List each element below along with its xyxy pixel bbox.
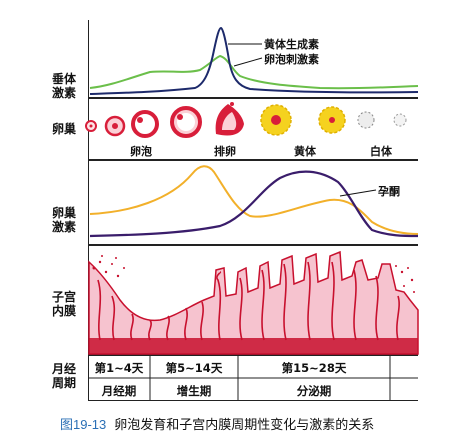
row-label-endometrium: 子宫 内膜 <box>42 290 86 318</box>
follicle-stage-3 <box>131 110 159 138</box>
follicle-stage-1 <box>85 120 97 132</box>
label-text: 子宫 内膜 <box>51 290 76 318</box>
cycle-day-2: 第5~14天 <box>150 360 238 376</box>
fsh-label: 卵泡刺激素 <box>264 51 319 67</box>
ovary-hormone-panel <box>88 160 418 245</box>
row-label-pituitary-hormone: 垂体 激素 <box>42 72 86 100</box>
cycle-phase-2: 增生期 <box>150 383 238 399</box>
ovulation-label-text: 排卵 <box>214 145 236 158</box>
corpus-albicans-2 <box>393 113 407 127</box>
lh-label-text: 黄体生成素 <box>264 38 319 51</box>
estrogen-curve <box>89 165 419 235</box>
cycle-phase-3: 分泌期 <box>238 383 390 399</box>
menstrual-shedding <box>92 255 415 293</box>
figure-title: 卵泡发育和子宫内膜周期性变化与激素的关系 <box>114 418 375 433</box>
row-label-ovary-hormone: 卵巢 激素 <box>42 206 86 234</box>
follicle-label-text: 卵泡 <box>130 145 152 158</box>
corpus-albicans-label: 白体 <box>370 143 392 159</box>
figure-caption: 图19-13 卵泡发育和子宫内膜周期性变化与激素的关系 <box>60 414 374 433</box>
cycle-phase-1: 月经期 <box>88 383 150 399</box>
fsh-pointer <box>233 57 263 67</box>
progesterone-pointer <box>339 189 377 197</box>
cycle-day-text: 第15~28天 <box>281 361 347 375</box>
corpus-luteum-large <box>260 104 292 136</box>
pituitary-hormone-panel <box>88 20 418 98</box>
endometrium-illustration <box>88 250 419 355</box>
cycle-day-3: 第15~28天 <box>238 360 390 376</box>
ovulation-label: 排卵 <box>214 143 236 159</box>
progesterone-label-text: 孕酮 <box>378 185 400 198</box>
corpus-luteum-label-text: 黄体 <box>294 145 316 158</box>
progesterone-label: 孕酮 <box>378 183 400 199</box>
cycle-phase-text: 增生期 <box>176 384 212 398</box>
corpus-albicans-1 <box>357 111 375 129</box>
progesterone-curve <box>89 170 419 238</box>
follicle-stage-4 <box>170 106 202 138</box>
label-text: 垂体 激素 <box>51 72 76 100</box>
follicle-stage-2 <box>104 115 126 137</box>
lh-curve <box>89 26 419 95</box>
follicle-label: 卵泡 <box>130 143 152 159</box>
corpus-albicans-label-text: 白体 <box>370 145 392 158</box>
corpus-luteum-small <box>318 106 346 134</box>
ovary-hormone-curves <box>89 165 419 238</box>
endometrium-glands <box>97 261 400 341</box>
cycle-phase-text: 月经期 <box>101 384 137 398</box>
ovulation-stage <box>215 102 244 136</box>
fsh-curve <box>89 54 419 90</box>
ovary-stages <box>85 102 407 138</box>
cycle-day-text: 第1~4天 <box>94 361 144 375</box>
cycle-table-grid <box>88 355 418 401</box>
row-label-menstrual-cycle: 月经 周期 <box>42 362 86 390</box>
pituitary-curves <box>89 26 419 95</box>
label-text: 月经 周期 <box>51 362 76 390</box>
corpus-luteum-label: 黄体 <box>294 143 316 159</box>
label-text: 卵巢 激素 <box>51 206 76 234</box>
cycle-day-text: 第5~14天 <box>165 361 223 375</box>
endometrium-basal-layer <box>89 338 418 354</box>
row-label-ovary: 卵巢 <box>42 122 86 136</box>
lh-label: 黄体生成素 <box>264 36 319 52</box>
endometrium-base <box>88 250 419 355</box>
figure-number: 图19-13 <box>60 417 107 432</box>
cycle-day-1: 第1~4天 <box>88 360 150 376</box>
fsh-label-text: 卵泡刺激素 <box>264 53 319 66</box>
cycle-phase-text: 分泌期 <box>296 384 332 398</box>
label-text: 卵巢 <box>51 122 76 136</box>
